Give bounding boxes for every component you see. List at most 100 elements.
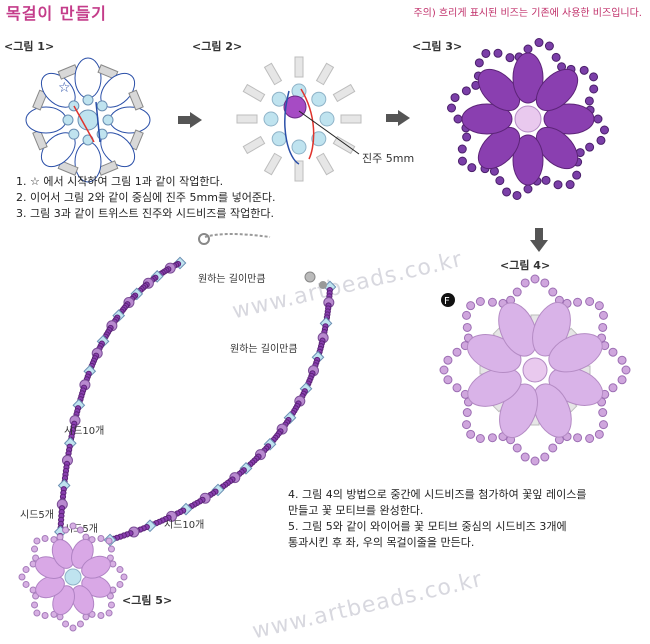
seed-bead bbox=[457, 156, 467, 166]
seed-bead bbox=[107, 601, 115, 609]
page-title: 목걸이 만들기 bbox=[6, 4, 107, 23]
petal-bead bbox=[548, 333, 603, 373]
seed-bead bbox=[573, 297, 583, 307]
seed-bead bbox=[520, 278, 530, 288]
seed-bead bbox=[22, 566, 30, 574]
figure-5-label: <그림 5> bbox=[122, 594, 173, 607]
seed-bead bbox=[22, 580, 30, 588]
seed-bead bbox=[69, 624, 77, 632]
seed-bead bbox=[594, 429, 604, 439]
petal-bead bbox=[71, 585, 95, 615]
step-5-cont: 통과시킨 후 좌, 우의 목걸이줄을 만든다. bbox=[288, 536, 475, 549]
seed-bead bbox=[553, 180, 563, 190]
seed-bead bbox=[443, 375, 453, 385]
seed-bead bbox=[116, 580, 124, 588]
seed-bead bbox=[573, 433, 583, 443]
seed-bead bbox=[120, 573, 128, 581]
seed-bead bbox=[585, 142, 595, 152]
seed-bead bbox=[512, 287, 522, 297]
seed10-label-bottom: 시드10개 bbox=[164, 520, 205, 531]
seed-bead bbox=[319, 111, 335, 127]
seed-bead bbox=[599, 125, 609, 135]
seed-bead bbox=[462, 132, 472, 142]
seed-bead bbox=[544, 41, 554, 51]
step-5: 5. 그림 5와 같이 와이어를 꽃 모티브 중심의 시드비즈 3개에 bbox=[288, 520, 567, 533]
seed10-label-left: 시드10개 bbox=[64, 426, 105, 437]
seed-bead bbox=[76, 620, 84, 628]
bugle-bead bbox=[236, 114, 258, 124]
figure-2-diagram bbox=[236, 56, 362, 182]
seed-bead bbox=[271, 91, 287, 107]
bugle-bead bbox=[315, 62, 335, 86]
petal-bead bbox=[74, 57, 102, 99]
instructions-top: 1. ☆ 에서 시작하여 그림 1과 같이 작업한다. 2. 이어서 그림 2와… bbox=[16, 174, 376, 222]
seed-bead bbox=[467, 163, 477, 173]
seed-bead bbox=[598, 408, 608, 418]
seed-bead bbox=[593, 114, 603, 124]
seed-bead bbox=[589, 72, 599, 82]
seed-bead bbox=[102, 114, 114, 126]
right-arrow-icon bbox=[386, 110, 410, 126]
seed-bead bbox=[585, 297, 595, 307]
seed-bead bbox=[598, 322, 608, 332]
figure-3-label: <그림 3> bbox=[412, 40, 463, 53]
seed-bead bbox=[540, 278, 550, 288]
seed-bead bbox=[621, 365, 631, 375]
step-2: 2. 이어서 그림 2와 같이 중심에 진주 5mm를 넣어준다. bbox=[16, 191, 276, 204]
figure-3-diagram bbox=[447, 38, 609, 200]
figure-1-diagram: ☆ bbox=[25, 57, 151, 183]
seed-bead bbox=[540, 452, 550, 462]
seed-bead bbox=[594, 301, 604, 311]
petal-bead bbox=[25, 106, 67, 134]
seed-bead bbox=[474, 58, 484, 68]
seed-bead bbox=[585, 433, 595, 443]
seed-bead bbox=[105, 609, 113, 617]
seed-bead bbox=[33, 537, 41, 545]
figure-4-diagram: F bbox=[439, 274, 631, 466]
seed-bead bbox=[33, 609, 41, 617]
seed-bead bbox=[97, 535, 105, 543]
seed-bead bbox=[462, 420, 472, 430]
figure-5-diagram bbox=[18, 522, 128, 632]
figure-2-label: <그림 2> bbox=[192, 40, 243, 53]
seed-bead bbox=[450, 93, 460, 103]
bugle-bead bbox=[263, 152, 283, 176]
seed-bead bbox=[512, 443, 522, 453]
seed-bead bbox=[598, 310, 608, 320]
petal-bead bbox=[51, 539, 75, 569]
seed-bead bbox=[443, 355, 453, 365]
seed-bead bbox=[608, 347, 618, 357]
seed-bead bbox=[62, 526, 70, 534]
seed-bead bbox=[82, 94, 94, 106]
seed-bead bbox=[520, 452, 530, 462]
figure-4-label: <그림 4> bbox=[500, 259, 551, 272]
seed-bead bbox=[452, 347, 462, 357]
seed-bead bbox=[263, 111, 279, 127]
seed-bead bbox=[18, 573, 26, 581]
note-text: 주의) 흐리게 표시된 비즈는 기존에 사용한 비즈입니다. bbox=[413, 8, 642, 19]
petal-bead bbox=[477, 126, 521, 170]
step-4: 4. 그림 4의 방법으로 중간에 시드비즈를 첨가하여 꽃잎 레이스를 bbox=[288, 488, 587, 501]
pearl-callout: 진주 5mm bbox=[362, 152, 415, 165]
seed-bead bbox=[548, 443, 558, 453]
petal-bead bbox=[532, 383, 572, 438]
seed-bead bbox=[598, 420, 608, 430]
bugle-bead bbox=[294, 56, 304, 78]
seed-bead bbox=[76, 526, 84, 534]
bugle-bead bbox=[340, 114, 362, 124]
seed-bead bbox=[452, 383, 462, 393]
bugle-bead bbox=[242, 135, 266, 155]
seed-bead bbox=[572, 170, 582, 180]
start-star-icon: ☆ bbox=[58, 80, 71, 96]
length-label-right: 원하는 길이만큼 bbox=[230, 344, 298, 355]
seed-bead bbox=[291, 139, 307, 155]
seed-bead bbox=[475, 433, 485, 443]
petal-bead bbox=[535, 126, 579, 170]
petal-bead bbox=[467, 367, 522, 407]
seed-bead bbox=[68, 128, 80, 140]
seed-bead bbox=[31, 601, 39, 609]
seed-bead bbox=[447, 103, 457, 113]
seed-bead bbox=[548, 287, 558, 297]
seed-bead bbox=[589, 84, 599, 94]
seed-bead bbox=[62, 114, 74, 126]
